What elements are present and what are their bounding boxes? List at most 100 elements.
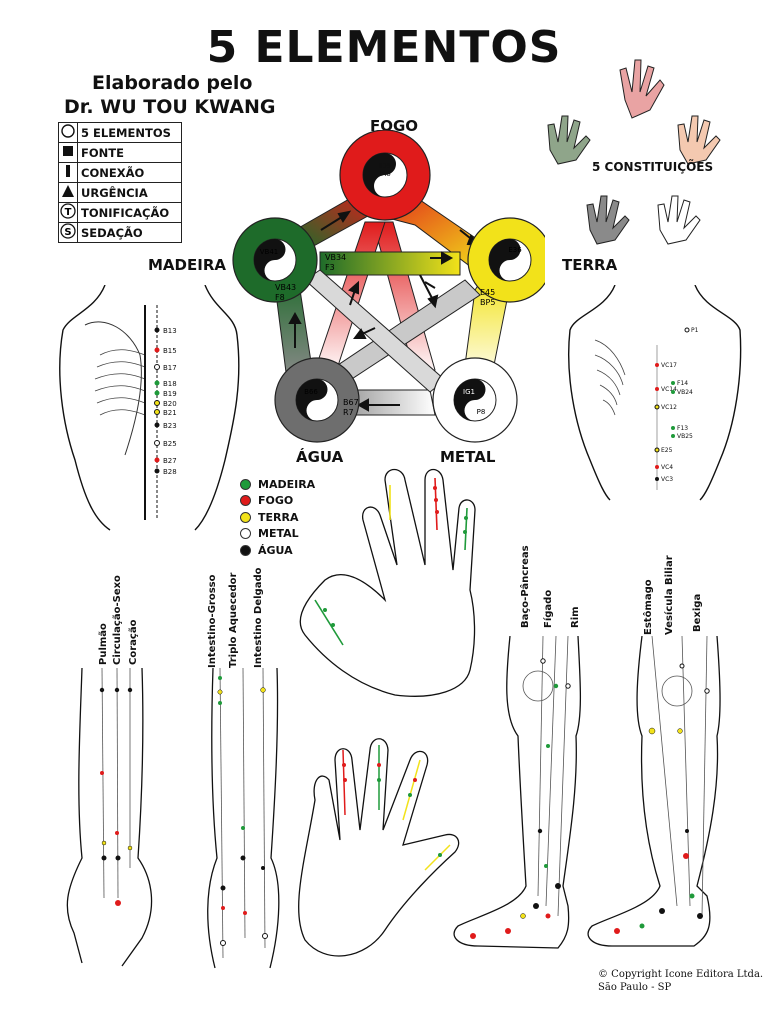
color-legend-row: ÁGUA — [240, 542, 315, 559]
point-label: VB34 — [325, 253, 346, 262]
front-point-marker — [654, 447, 660, 453]
front-point-marker — [655, 465, 659, 469]
front-point-marker — [655, 387, 659, 391]
point-label: BP5 — [480, 298, 495, 307]
point-label: IA6 — [379, 170, 391, 178]
metal-hand — [657, 195, 701, 245]
legend-label: FONTE — [77, 142, 182, 163]
back-hand-figure — [298, 738, 460, 957]
meridian-label: Vesícula Biliar — [664, 555, 675, 635]
color-legend-label: FOGO — [258, 494, 294, 508]
back-point-marker — [154, 380, 160, 386]
author-caption: Elaborado pelo — [92, 72, 253, 94]
front-point-marker — [671, 426, 675, 430]
color-legend-row: METAL — [240, 526, 315, 543]
front-point-marker — [684, 327, 690, 333]
metal-label: METAL — [440, 448, 496, 466]
madeira-circle: VB41 F1 — [232, 217, 318, 303]
point-label: B67 — [343, 398, 359, 407]
front-point: VC3 — [661, 476, 673, 483]
copyright-notice: © Copyright Icone Editora Ltda. São Paul… — [598, 968, 763, 994]
back-point: B15 — [163, 347, 177, 355]
point-label: ID5 — [379, 162, 391, 170]
front-point: P1 — [691, 327, 699, 334]
back-point-marker — [154, 409, 160, 415]
point-label: R10 — [316, 408, 330, 416]
point-label: C8 — [380, 180, 389, 188]
front-point: VB25 — [677, 433, 693, 440]
back-point: B17 — [163, 364, 177, 372]
terra-label: TERRA — [562, 256, 618, 274]
back-point-marker — [154, 390, 160, 396]
madeira-terra-link — [319, 251, 461, 276]
back-point: B18 — [163, 380, 177, 388]
constitution-hands-illustration — [547, 59, 721, 245]
meridian-label: Rim — [570, 606, 581, 628]
point-label: P8 — [477, 408, 486, 416]
legend-label: 5 ELEMENTOS — [77, 122, 182, 143]
front-point: VB24 — [677, 389, 693, 396]
meridian-label: Intestino Delgado — [253, 567, 264, 668]
back-point-marker — [154, 400, 160, 406]
back-point-marker — [154, 468, 160, 474]
back-point-marker — [154, 457, 160, 463]
ribcage — [94, 349, 146, 416]
back-torso-figure: B13 B15 B17 B18 B19 B20 B21 B23 B25 B27 … — [59, 285, 240, 531]
point-label: IG1 — [463, 388, 475, 396]
water-hand — [586, 195, 630, 245]
color-legend-label: ÁGUA — [258, 543, 293, 557]
knee-outline — [522, 670, 554, 702]
square-icon — [58, 142, 78, 163]
front-point-marker — [671, 434, 675, 438]
back-point: B19 — [163, 390, 177, 398]
point-label: VB41 — [260, 248, 279, 256]
outer-leg-figure — [587, 636, 721, 947]
madeira-label: MADEIRA — [148, 256, 226, 274]
point-label: F1 — [277, 268, 285, 276]
point-label: E36 — [508, 246, 522, 254]
back-point-marker — [154, 440, 160, 446]
back-point-marker — [154, 327, 160, 333]
outer-arm-figure — [207, 668, 280, 969]
agua-label: ÁGUA — [296, 448, 344, 466]
point-label: B66 — [304, 388, 318, 396]
legend-label: URGÊNCIA — [77, 182, 182, 203]
point-label: VB43 — [275, 283, 296, 292]
point-label: F3 — [325, 263, 335, 272]
five-elements-diagram: ID5 IA6 C8 E36 BP3 IG1 P8 B66 R10 VB41 F… — [232, 130, 545, 443]
color-legend-label: TERRA — [258, 510, 299, 524]
meridian-label: Circulação-Sexo — [112, 575, 123, 665]
knee-outline — [661, 675, 693, 707]
meridian-label: Pulmão — [98, 623, 109, 665]
legend-row: T TONIFICAÇÃO — [58, 202, 182, 223]
s-mark: S — [64, 227, 71, 238]
front-point-marker — [654, 404, 660, 410]
legend-label: TONIFICAÇÃO — [77, 202, 182, 223]
front-point: F14 — [677, 380, 688, 387]
meridian-label: Coração — [128, 619, 139, 665]
front-torso-figure: P1 VC17 VC14 F14 VB24 VC12 F13 VB25 E25 … — [568, 285, 742, 501]
page-title: 5 ELEMENTOS — [206, 22, 562, 73]
back-point: B27 — [163, 457, 177, 465]
back-point: B20 — [163, 400, 177, 408]
color-legend: MADEIRA FOGO TERRA METAL ÁGUA — [240, 476, 315, 559]
inner-arm-figure — [66, 668, 153, 967]
color-legend-label: MADEIRA — [258, 477, 316, 491]
metal-dot-icon — [240, 528, 251, 540]
meridian-label: Intestino-Grosso — [207, 574, 218, 669]
legend-row: 5 ELEMENTOS — [58, 122, 182, 143]
front-point: VC12 — [661, 404, 677, 411]
legend-row: URGÊNCIA — [58, 182, 182, 203]
legend-row: S SEDAÇÃO — [58, 222, 182, 243]
madeira-dot-icon — [240, 478, 251, 490]
fogo-dot-icon — [240, 495, 251, 507]
color-legend-row: TERRA — [240, 509, 315, 526]
legend-label: CONEXÃO — [77, 162, 182, 183]
color-legend-label: METAL — [258, 527, 299, 541]
back-point: B28 — [163, 468, 177, 476]
legend-row: FONTE — [58, 142, 182, 163]
palm-hand-figure — [299, 468, 476, 697]
point-label: F8 — [275, 293, 285, 302]
triangle-icon — [58, 182, 78, 203]
bar-icon — [58, 162, 78, 183]
